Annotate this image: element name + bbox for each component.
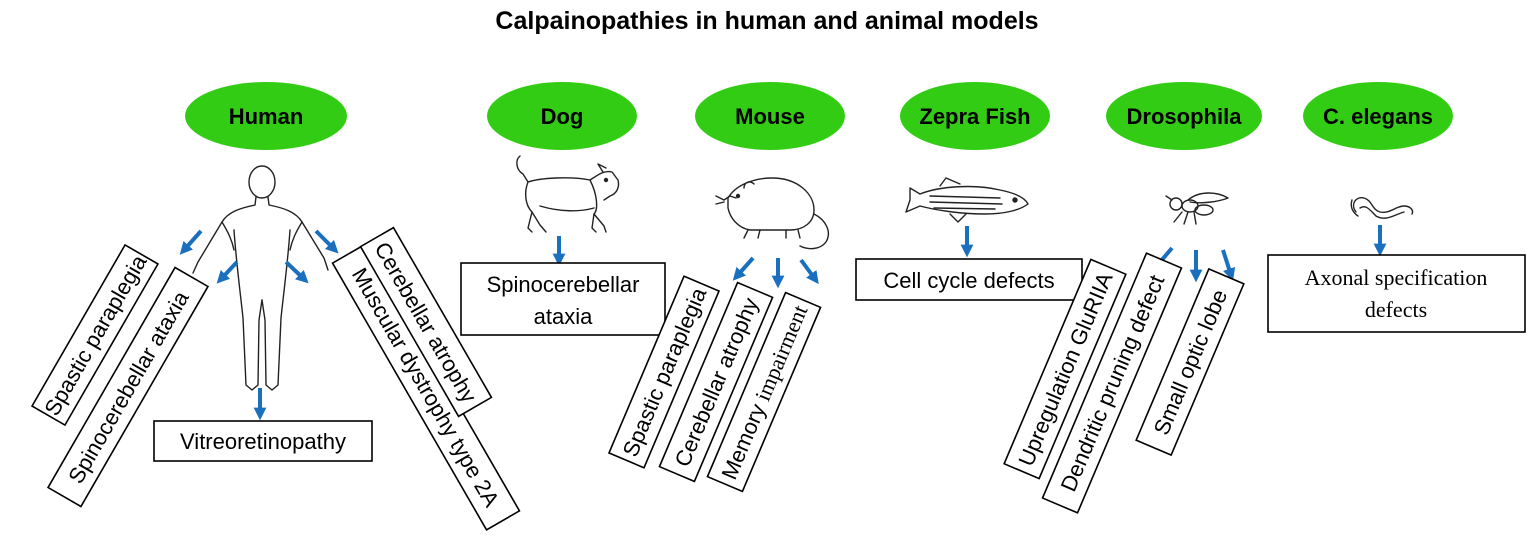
- organism-dog: Dog: [487, 82, 637, 150]
- organism-drosophila: Drosophila: [1106, 82, 1262, 150]
- phenotype-dog-line1: Spinocerebellar: [487, 272, 640, 297]
- arrow-human-spinocerebellar: [216, 260, 239, 284]
- diagram-title: Calpainopathies in human and animal mode…: [495, 7, 1038, 35]
- organism-zebrafish: Zepra Fish: [900, 82, 1050, 150]
- arrow-human-spastic: [179, 229, 203, 255]
- phenotype-box-mouse-memory: Memoryimpairment: [706, 291, 822, 493]
- phenotype-zebrafish-cell-cycle: Cell cycle defects: [883, 268, 1054, 293]
- arrow-human-muscular: [284, 260, 309, 284]
- organism-celegans: C. elegans: [1303, 82, 1453, 150]
- human-outline-icon: [192, 165, 329, 391]
- worm-sketch-icon: [1350, 197, 1414, 219]
- oval-celegans: [1303, 82, 1453, 150]
- organism-label-drosophila: Drosophila: [1127, 104, 1243, 129]
- oval-dog: [487, 82, 637, 150]
- zebrafish-sketch-icon: [905, 177, 1029, 223]
- phenotype-box-human-vitreo: Vitreoretinopathy: [153, 420, 373, 462]
- arrow-human-cerebellar: [314, 229, 339, 254]
- arrow-mouse-memory: [799, 258, 819, 285]
- fly-sketch-icon: [1165, 192, 1229, 225]
- phenotype-box-celegans: Axonal specification defects: [1267, 254, 1526, 333]
- phenotype-box-dog: Spinocerebellar ataxia: [460, 262, 666, 336]
- phenotype-celegans-line2: defects: [1365, 297, 1427, 322]
- dog-sketch-icon: [516, 155, 620, 233]
- arrow-mouse-spastic: [732, 256, 755, 281]
- organism-human: Human: [185, 82, 347, 150]
- oval-human: [185, 82, 347, 150]
- oval-mouse: [695, 82, 845, 150]
- arrow-fly-optic: [1221, 249, 1236, 282]
- phenotype-human-vitreo: Vitreoretinopathy: [180, 429, 346, 454]
- organism-label-zebrafish: Zepra Fish: [919, 104, 1030, 129]
- organism-mouse: Mouse: [695, 82, 845, 150]
- organism-label-human: Human: [229, 104, 304, 129]
- oval-zebrafish: [900, 82, 1050, 150]
- organism-label-dog: Dog: [541, 104, 584, 129]
- phenotype-celegans-line1: Axonal specification: [1305, 265, 1488, 290]
- mouse-sketch-icon: [715, 177, 830, 250]
- organism-label-celegans: C. elegans: [1323, 104, 1433, 129]
- phenotype-dog-line2: ataxia: [534, 304, 593, 329]
- phenotype-box-zebrafish: Cell cycle defects: [855, 258, 1083, 301]
- oval-drosophila: [1106, 82, 1262, 150]
- organism-label-mouse: Mouse: [735, 104, 805, 129]
